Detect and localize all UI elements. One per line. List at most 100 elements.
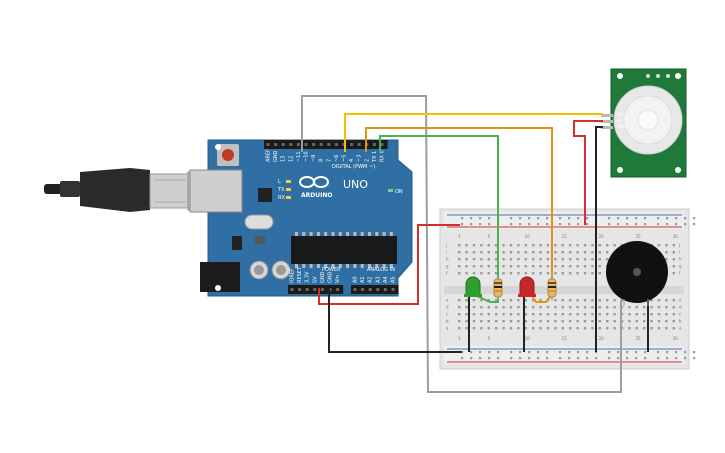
digital-pin-socket[interactable] (380, 143, 384, 146)
analog-pin-socket[interactable] (391, 288, 395, 291)
breadboard-column-number: 5 (488, 336, 491, 341)
reset-button[interactable] (222, 149, 234, 161)
digital-pin-label: AREF (266, 149, 272, 162)
wire-yellow-sensor-out (344, 113, 603, 152)
analog-pin-label: A0 (353, 276, 359, 283)
breadboard-column-number: 20 (599, 336, 605, 341)
digital-pin-socket[interactable] (281, 143, 285, 146)
power-pin-label: GND (328, 271, 334, 283)
power-pin-label: 5V (312, 276, 318, 283)
breadboard-row-letter: h (446, 257, 449, 262)
analog-pin-socket[interactable] (353, 288, 357, 291)
resistor-red-led (547, 276, 557, 300)
power-pin-label: GND (320, 271, 326, 283)
breadboard-row-letter: g (679, 264, 682, 269)
breadboard-column-number: 5 (488, 234, 491, 239)
breadboard-row-letter: f (679, 271, 681, 276)
wire-black-gnd-rail (328, 288, 462, 353)
on-led-label: ON (395, 189, 403, 195)
digital-pin-socket[interactable] (312, 143, 316, 146)
digital-pin-label: ~10 (304, 151, 310, 162)
power-pin-socket[interactable] (320, 288, 324, 291)
breadboard-column-number: 1 (458, 234, 461, 239)
wire-orange-led-red (365, 127, 553, 280)
breadboard-row-letter: j (678, 243, 680, 248)
power-pin-socket[interactable] (305, 288, 309, 291)
breadboard-row-letter: g (446, 264, 449, 269)
analog-pin-socket[interactable] (383, 288, 387, 291)
digital-pin-label: ~3 (357, 155, 363, 162)
digital-pin-label: 2 (364, 159, 370, 162)
digital-pin-label: 8 (319, 159, 325, 162)
digital-pin-label: 13 (281, 156, 287, 162)
arduino-brand-text: ARDUINO (301, 192, 332, 199)
digital-pin-socket[interactable] (334, 143, 338, 146)
analog-pin-label: A4 (383, 276, 389, 283)
rx-led-label: RX (278, 195, 285, 201)
breadboard-row-letter: d (679, 305, 682, 310)
wire-black-sensor-gnd (595, 126, 603, 352)
wire-orange-led-jumper (530, 293, 553, 303)
digital-pin-socket[interactable] (357, 143, 361, 146)
digital-pin-socket[interactable] (266, 143, 270, 146)
digital-pin-socket[interactable] (304, 143, 308, 146)
pir-pin-label-gnd: GND (617, 124, 626, 129)
wire-green-led-green (379, 135, 499, 280)
wire-gray-sensor-gnd (301, 95, 622, 393)
digital-pin-label: ~11 (296, 151, 302, 162)
digital-pin-socket[interactable] (350, 143, 354, 146)
pir-sensor: VCC OUT GND (601, 68, 687, 178)
analog-pin-socket[interactable] (361, 288, 365, 291)
power-pin-label: RESET (297, 266, 303, 283)
digital-pin-label: RX 0 (380, 150, 386, 162)
digital-pin-socket[interactable] (289, 143, 293, 146)
analog-pin-socket[interactable] (368, 288, 372, 291)
digital-pin-label: ~5 (342, 155, 348, 162)
power-pin-label: IOREF (290, 268, 296, 283)
breadboard-column-number: 15 (562, 234, 568, 239)
breadboard-row-letter: c (679, 312, 681, 317)
analog-pin-label: A5 (391, 276, 397, 283)
wires (301, 95, 649, 393)
digital-pin-socket[interactable] (327, 143, 331, 146)
arduino-logo: ARDUINO (299, 176, 332, 199)
atmega-chip (291, 236, 397, 264)
power-pin-socket[interactable] (336, 288, 340, 291)
breadboard-column-number: 25 (636, 336, 642, 341)
digital-pin-socket[interactable] (372, 143, 376, 146)
led-red (518, 276, 536, 297)
pir-pin-label-vcc: VCC (617, 112, 626, 117)
power-pin-label: Vin (335, 275, 341, 283)
breadboard-row-letter: c (446, 312, 448, 317)
power-pin-socket[interactable] (313, 288, 317, 291)
breadboard-column-number: 10 (525, 234, 531, 239)
analog-pin-socket[interactable] (376, 288, 380, 291)
digital-pin-label: TX 1 (372, 151, 378, 163)
digital-pin-label: 4 (349, 159, 355, 162)
digital-pin-socket[interactable] (274, 143, 278, 146)
power-pin-socket[interactable] (290, 288, 294, 291)
digital-pin-label: 12 (288, 156, 294, 162)
breadboard-column-number: 25 (636, 234, 642, 239)
breadboard-row-letter: j (445, 243, 447, 248)
digital-pin-socket[interactable] (296, 143, 300, 146)
digital-pin-socket[interactable] (319, 143, 323, 146)
tx-led-label: TX (277, 187, 285, 193)
breadboard-row-letter: i (446, 250, 447, 255)
analog-header-label: ANALOG IN (367, 267, 395, 273)
breadboard-row-letter: f (446, 271, 448, 276)
breadboard-row-letter: e (679, 298, 682, 303)
breadboard-row-letter: b (446, 319, 449, 324)
piezo-buzzer (606, 241, 668, 306)
digital-pin-label: ~9 (311, 155, 317, 162)
power-pin-label: 3.3V (305, 271, 311, 283)
analog-pin-label: A2 (368, 276, 374, 283)
digital-pin-label: 7 (326, 159, 332, 162)
power-pin-socket[interactable] (298, 288, 302, 291)
breadboard-row-letter: h (679, 257, 682, 262)
analog-pin-label: A3 (375, 276, 381, 283)
breadboard-column-number: 1 (458, 336, 461, 341)
digital-header-label: DIGITAL (PWM ~) (332, 164, 375, 170)
resistor-green-led (493, 276, 503, 300)
